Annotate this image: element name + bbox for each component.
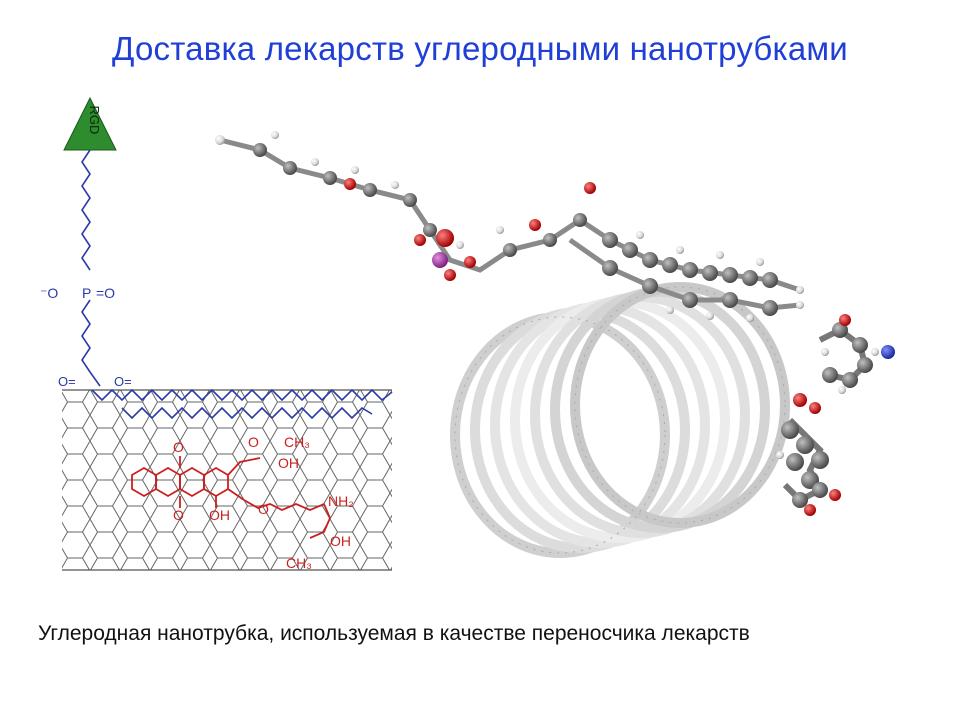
slide-caption: Углеродная нанотрубка, используемая в ка… [38,622,750,645]
nanotube-3d [450,282,790,558]
left-scheme: RGD ⁻O P =O O= O= O CH₃ OH O OH O O NH₂ … [40,96,393,571]
svg-text:O: O [173,439,184,455]
phosphate-double-o: =O [96,285,115,301]
drug-delivery-diagram: RGD ⁻O P =O O= O= O CH₃ OH O OH O O NH₂ … [40,96,895,571]
rgd-triangle [63,96,117,151]
phosphate-o-minus: ⁻O [40,285,58,301]
svg-text:CH₃: CH₃ [284,434,310,450]
drug-molecule-3d [776,314,895,516]
svg-text:O: O [173,507,184,523]
rgd-label: RGD [87,106,102,135]
svg-text:OH: OH [209,507,230,523]
doxorubicin-structure [131,456,331,539]
molecular-model [215,131,895,558]
svg-text:O: O [258,501,269,517]
svg-text:O: O [248,434,259,450]
drug-labels: O CH₃ OH O OH O O NH₂ OH CH₃ [173,434,354,571]
slide-title: Доставка лекарств углеродными нанотрубка… [112,30,848,67]
ester-label-1: O= [58,374,76,389]
svg-text:NH₂: NH₂ [328,493,354,509]
ester-label-2: O= [114,374,132,389]
lipid-molecule-3d [215,131,804,322]
svg-text:CH₃: CH₃ [286,555,312,571]
svg-text:OH: OH [278,455,299,471]
nanotube-lattice [62,389,392,571]
lipid-chains [81,149,393,420]
phosphate-p: P [82,285,91,301]
svg-text:OH: OH [330,533,351,549]
